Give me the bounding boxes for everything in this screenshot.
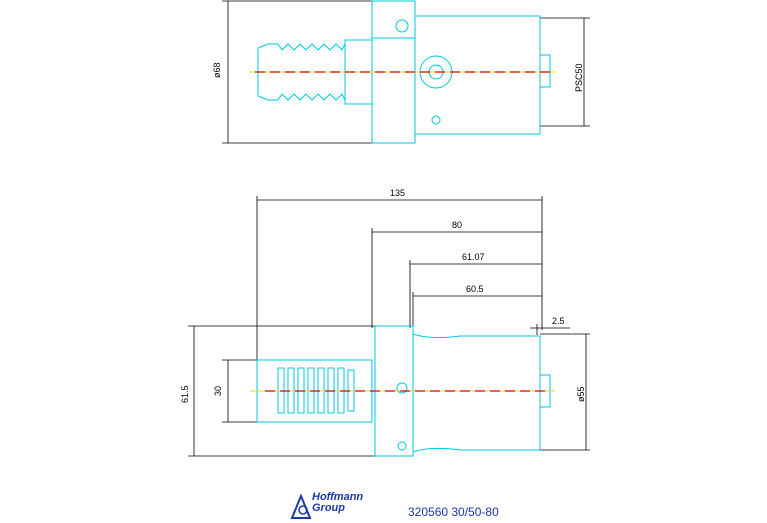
hoffmann-logo-icon <box>290 493 312 519</box>
footer: Hoffmann Group 320560 30/50-80 <box>290 492 590 522</box>
side-hole-bottom <box>397 441 407 451</box>
top-hole <box>395 19 409 33</box>
side-view: 135 80 61.07 60.5 2.5 ø55 61.5 30 <box>180 188 590 457</box>
top-dim-68-label: ø68 <box>212 62 222 78</box>
dim-6107-label: 61.07 <box>462 252 485 262</box>
logo-line-1: Hoffmann <box>312 491 364 503</box>
logo-line-2: Group <box>312 502 345 514</box>
logo-wordmark: Hoffmann Group <box>312 492 363 514</box>
dim-135-label: 135 <box>390 188 405 198</box>
top-view: ø68 PSC50 <box>212 0 590 144</box>
dim-25-label: 2.5 <box>552 316 565 326</box>
side-hole <box>396 382 408 394</box>
dim-30-label: 30 <box>213 386 223 396</box>
top-small-hole <box>431 115 441 125</box>
part-code: 320560 30/50-80 <box>408 505 499 519</box>
dim-55-label: ø55 <box>576 386 586 402</box>
dim-80-label: 80 <box>452 220 462 230</box>
top-dim-psc-label: PSC50 <box>574 63 584 92</box>
side-shank <box>412 333 541 453</box>
top-shank-end <box>539 54 551 88</box>
dim-605-label: 60.5 <box>466 284 484 294</box>
dim-615-label: 61.5 <box>180 385 190 403</box>
